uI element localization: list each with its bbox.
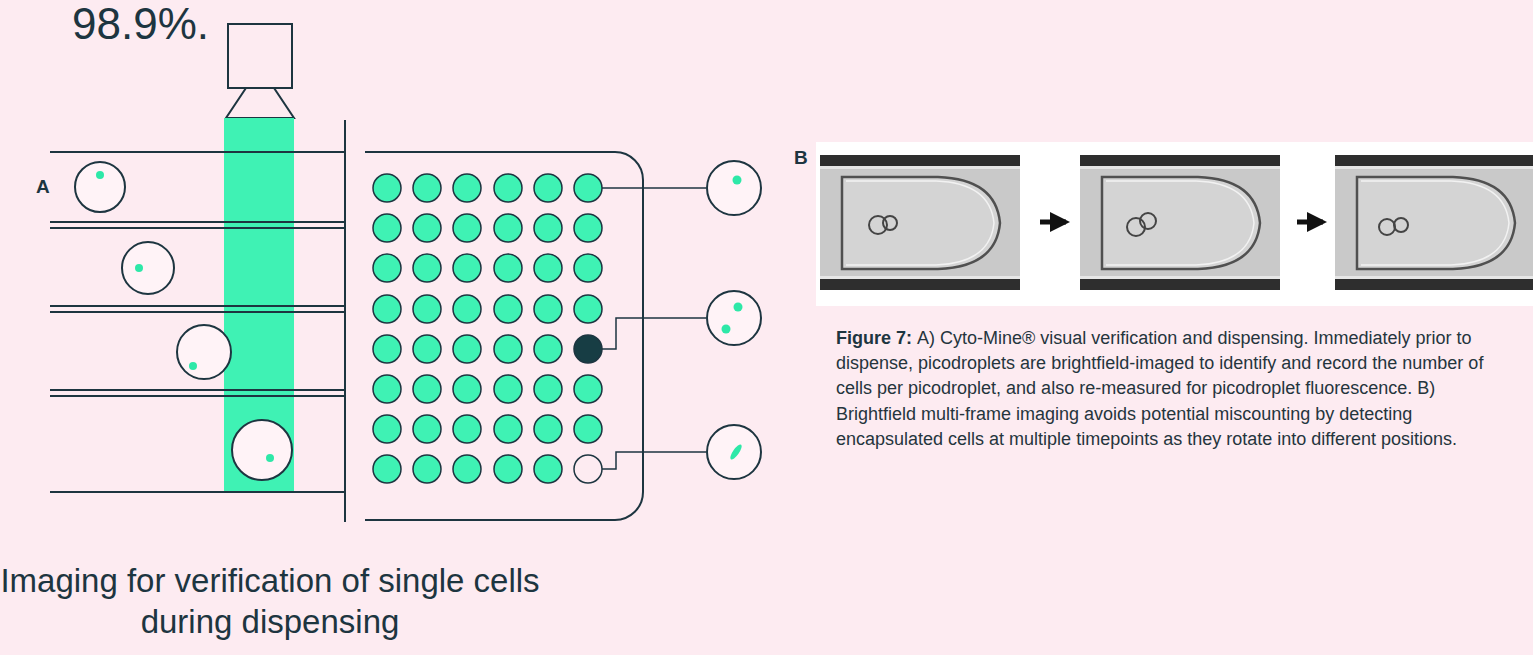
well bbox=[494, 455, 522, 483]
well bbox=[413, 214, 441, 242]
well bbox=[413, 455, 441, 483]
well bbox=[413, 375, 441, 403]
well bbox=[574, 295, 602, 323]
well bbox=[494, 295, 522, 323]
well bbox=[373, 295, 401, 323]
well bbox=[574, 335, 602, 363]
zoomed-droplets bbox=[707, 161, 761, 479]
camera bbox=[226, 24, 294, 118]
well bbox=[574, 415, 602, 443]
statistic: 98.9%. bbox=[72, 0, 209, 48]
well bbox=[373, 174, 401, 202]
well bbox=[494, 214, 522, 242]
well bbox=[574, 174, 602, 202]
micrograph bbox=[1335, 155, 1533, 290]
well bbox=[494, 254, 522, 282]
well bbox=[413, 295, 441, 323]
figure-number: Figure 7: bbox=[836, 328, 912, 348]
micrograph bbox=[820, 155, 1020, 290]
well bbox=[453, 214, 481, 242]
well bbox=[453, 375, 481, 403]
well bbox=[453, 415, 481, 443]
well bbox=[534, 415, 562, 443]
well bbox=[373, 415, 401, 443]
caption-block: Figure 7: A) Cyto-Mine® visual verificat… bbox=[836, 326, 1516, 452]
well bbox=[574, 375, 602, 403]
well bbox=[494, 415, 522, 443]
heading: Imaging for verification of single cells… bbox=[0, 560, 540, 643]
well bbox=[453, 335, 481, 363]
well bbox=[574, 214, 602, 242]
arrows bbox=[1040, 220, 1323, 225]
leader-lines bbox=[602, 188, 706, 469]
well bbox=[534, 455, 562, 483]
well bbox=[413, 415, 441, 443]
well bbox=[494, 335, 522, 363]
well bbox=[494, 174, 522, 202]
channels bbox=[50, 120, 345, 522]
well bbox=[373, 214, 401, 242]
well bbox=[453, 254, 481, 282]
well bbox=[574, 455, 602, 483]
well bbox=[534, 335, 562, 363]
well-plate bbox=[365, 152, 643, 520]
zoomed-cells bbox=[722, 176, 744, 462]
well bbox=[534, 254, 562, 282]
well bbox=[413, 254, 441, 282]
well bbox=[574, 254, 602, 282]
well bbox=[373, 335, 401, 363]
well bbox=[413, 174, 441, 202]
caption: A) Cyto-Mine® visual verification and di… bbox=[836, 328, 1483, 449]
well bbox=[413, 335, 441, 363]
well bbox=[534, 174, 562, 202]
well bbox=[534, 295, 562, 323]
well bbox=[534, 214, 562, 242]
gap bbox=[912, 328, 917, 348]
micrograph bbox=[1080, 155, 1280, 290]
well bbox=[534, 375, 562, 403]
well bbox=[453, 455, 481, 483]
well bbox=[373, 455, 401, 483]
well bbox=[373, 375, 401, 403]
well bbox=[373, 254, 401, 282]
well bbox=[453, 295, 481, 323]
panel-letter: A bbox=[36, 177, 50, 198]
wells bbox=[373, 174, 602, 483]
panel-letter: B bbox=[794, 148, 808, 169]
well bbox=[494, 375, 522, 403]
droplets bbox=[75, 162, 292, 480]
well bbox=[453, 174, 481, 202]
cells bbox=[96, 171, 274, 462]
